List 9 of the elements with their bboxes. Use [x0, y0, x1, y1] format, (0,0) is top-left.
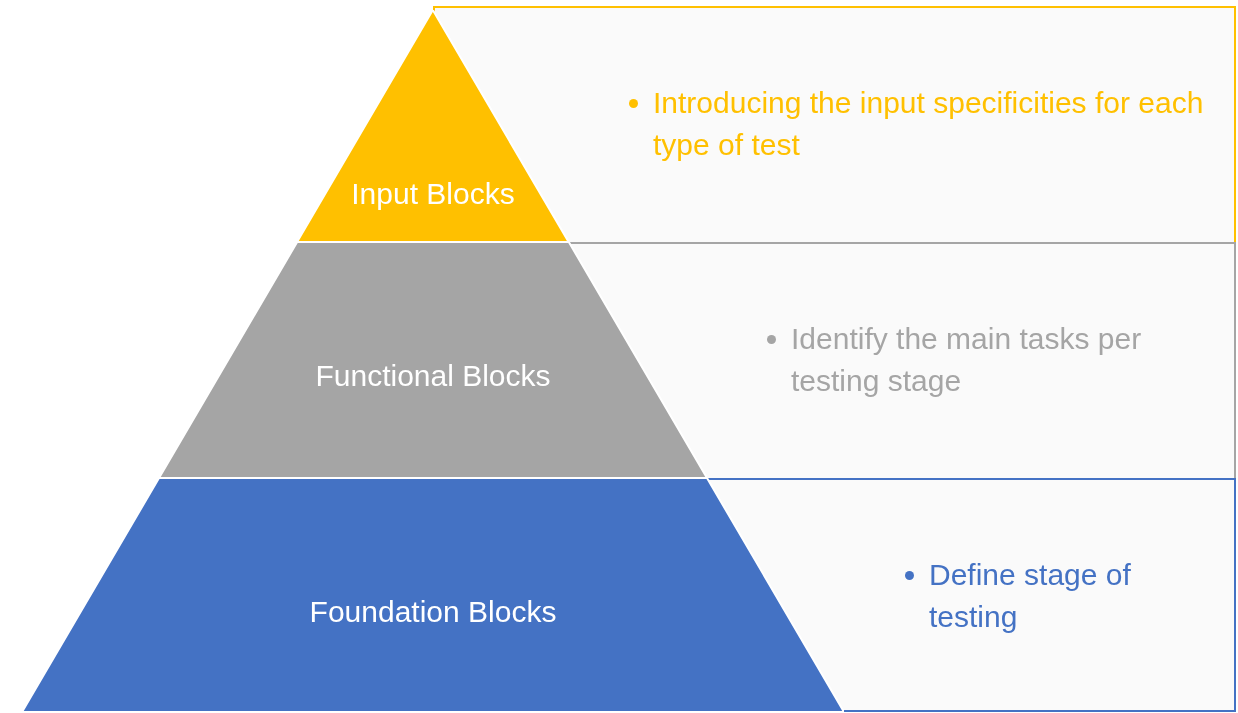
description-text: Identify the main tasks per testing stage — [791, 322, 1142, 397]
pyramid-layer — [159, 242, 707, 478]
description-text: Introducing the input specificities for each type of test — [653, 86, 1204, 161]
pyramid-layer — [22, 478, 844, 712]
layer-label: Input Blocks — [351, 177, 515, 210]
description-text: Define stage of testing — [929, 558, 1131, 633]
layer-label: Functional Blocks — [315, 359, 551, 392]
layer-label: Foundation Blocks — [309, 595, 557, 628]
pyramid-layer — [297, 10, 569, 242]
